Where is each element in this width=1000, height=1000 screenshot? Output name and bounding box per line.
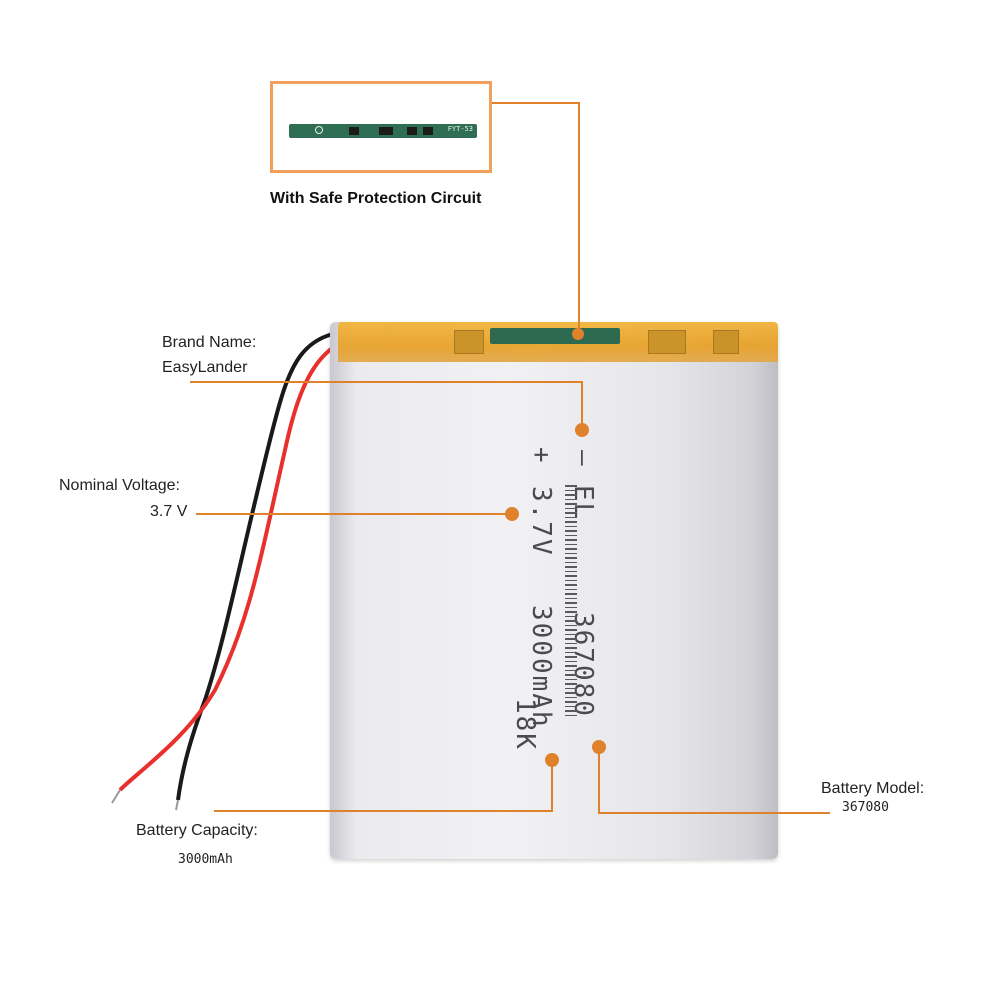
tape-tab <box>713 330 739 354</box>
protection-circuit-title: With Safe Protection Circuit <box>270 190 482 207</box>
print-voltage: 3.7V <box>526 486 556 557</box>
pcb-board-image: FYT-53 <box>289 124 477 138</box>
callout-line-brand <box>190 381 582 383</box>
pcb-chip <box>407 127 417 135</box>
protection-circuit-inset: FYT-53 <box>270 81 492 173</box>
pcb-chip <box>423 127 433 135</box>
callout-dot-voltage <box>505 507 519 521</box>
red-wire-tip <box>111 789 121 804</box>
tape-tab <box>454 330 484 354</box>
model-heading: Battery Model: <box>821 780 925 797</box>
battery-body <box>330 322 778 859</box>
voltage-value: 3.7 V <box>150 503 188 520</box>
capacity-heading: Battery Capacity: <box>136 822 258 839</box>
callout-line-protection <box>578 102 580 334</box>
callout-line-capacity <box>551 760 553 812</box>
model-value: 367080 <box>842 800 889 815</box>
brand-heading: Brand Name: <box>162 334 257 351</box>
capacity-value: 3000mAh <box>178 852 233 867</box>
pcb-chip <box>379 127 393 135</box>
print-plus: + <box>526 447 556 465</box>
callout-line-model <box>598 812 830 814</box>
callout-line-brand <box>581 381 583 427</box>
callout-dot-protection <box>572 328 584 340</box>
callout-line-protection <box>492 102 580 104</box>
black-wire-tip <box>175 799 179 811</box>
callout-dot-brand <box>575 423 589 437</box>
print-code: 18K <box>510 698 540 751</box>
pcb-marking: FYT-53 <box>447 125 473 133</box>
tape-pcb <box>490 328 620 344</box>
callout-line-capacity <box>214 810 553 812</box>
pcb-chip <box>349 127 359 135</box>
print-minus: – <box>568 450 598 468</box>
voltage-heading: Nominal Voltage: <box>59 477 180 494</box>
tape-tab <box>648 330 686 354</box>
callout-line-model <box>598 747 600 814</box>
print-barcode <box>565 485 577 717</box>
brand-value: EasyLander <box>162 359 248 376</box>
callout-line-voltage <box>196 513 512 515</box>
red-wire-path <box>118 332 376 792</box>
black-wire-path <box>176 328 369 801</box>
pcb-mount-hole <box>315 126 323 134</box>
